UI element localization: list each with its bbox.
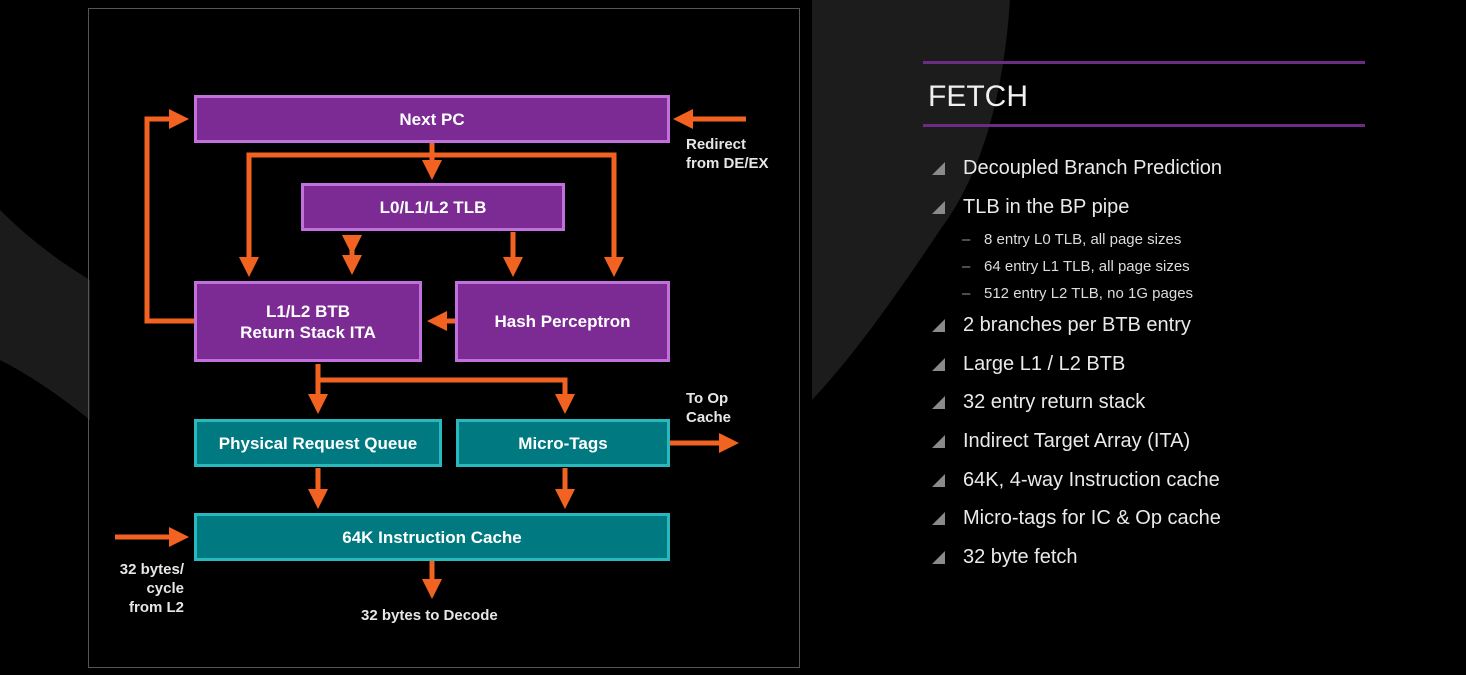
sub-bullet-item: –512 entry L2 TLB, no 1G pages	[930, 283, 1222, 310]
title-rule-bottom	[923, 124, 1365, 127]
bullet-text: TLB in the BP pipe	[963, 195, 1130, 218]
bullet-text: 512 entry L2 TLB, no 1G pages	[984, 284, 1194, 302]
bullet-text: 32 entry return stack	[963, 391, 1146, 414]
diagram-panel	[88, 8, 800, 668]
triangle-bullet-icon	[932, 512, 945, 526]
l2-line1: 32 bytes/	[119, 561, 184, 578]
next-pc-block: Next PC	[194, 95, 670, 143]
bullet-text: 64 entry L1 TLB, all page sizes	[984, 257, 1190, 275]
sub-bullet-item: –8 entry L0 TLB, all page sizes	[930, 229, 1222, 256]
btb-line2: Return Stack ITA	[240, 322, 376, 342]
triangle-bullet-icon	[932, 200, 945, 214]
to-op-line1: To Op	[686, 390, 729, 407]
dash-bullet-icon: –	[962, 284, 971, 302]
arrow-btb-loop	[144, 109, 195, 324]
arrow-nextpc-btb	[239, 152, 432, 277]
bullet-item: 32 byte fetch	[930, 541, 1222, 580]
triangle-bullet-icon	[932, 550, 945, 564]
section-title: FETCH	[928, 80, 1028, 113]
bullet-item: 32 entry return stack	[930, 386, 1222, 425]
bullet-text: Large L1 / L2 BTB	[963, 352, 1126, 375]
l2-line3: from L2	[128, 599, 184, 616]
bullet-text: Indirect Target Array (ITA)	[963, 430, 1191, 453]
l2-line2: cycle	[146, 580, 184, 597]
title-rule-top	[923, 61, 1365, 64]
triangle-bullet-icon	[932, 162, 945, 175]
triangle-bullet-icon	[932, 319, 945, 333]
dash-bullet-icon: –	[962, 257, 971, 275]
hash-perceptron-block: Hash Perceptron	[455, 281, 670, 362]
redirect-label: Redirect from DE/EX	[686, 135, 769, 173]
micro-tags-block: Micro-Tags	[456, 419, 670, 467]
btb-block: L1/L2 BTB Return Stack ITA	[194, 281, 422, 362]
to-op-line2: Cache	[686, 409, 732, 426]
sub-bullet-item: –64 entry L1 TLB, all page sizes	[930, 256, 1222, 283]
bullet-item: 64K, 4-way Instruction cache	[930, 464, 1222, 503]
triangle-bullet-icon	[932, 435, 945, 449]
bullet-item: Micro-tags for IC & Op cache	[930, 502, 1222, 541]
bullet-item: Decoupled Branch Prediction	[930, 152, 1222, 191]
bullet-text: 64K, 4-way Instruction cache	[963, 468, 1220, 491]
bullet-text: Micro-tags for IC & Op cache	[963, 507, 1221, 530]
btb-line1: L1/L2 BTB	[265, 301, 351, 321]
instruction-cache-block: 64K Instruction Cache	[194, 513, 670, 561]
bullet-text: Decoupled Branch Prediction	[963, 157, 1223, 179]
arrow-nextpc-hash	[432, 152, 624, 277]
tlb-block: L0/L1/L2 TLB	[301, 183, 565, 231]
bullet-item: 2 branches per BTB entry	[930, 309, 1222, 348]
redirect-line1: Redirect	[686, 136, 747, 153]
bullet-item: TLB in the BP pipe	[930, 191, 1222, 230]
from-l2-label: 32 bytes/ cycle from L2	[100, 560, 184, 617]
arrow-btb-microtags	[318, 377, 575, 414]
triangle-bullet-icon	[932, 396, 945, 410]
bullet-item: Indirect Target Array (ITA)	[930, 425, 1222, 464]
bullet-text: 2 branches per BTB entry	[963, 314, 1191, 337]
physical-request-queue-block: Physical Request Queue	[194, 419, 442, 467]
redirect-line2: from DE/EX	[686, 155, 769, 172]
bullet-text: 32 byte fetch	[963, 545, 1078, 568]
to-op-cache-label: To Op Cache	[686, 389, 731, 427]
bullet-text: 8 entry L0 TLB, all page sizes	[984, 231, 1182, 249]
triangle-bullet-icon	[932, 473, 945, 487]
dash-bullet-icon: –	[962, 231, 971, 249]
to-decode-label: 32 bytes to Decode	[361, 607, 498, 624]
bullet-item: Large L1 / L2 BTB	[930, 348, 1222, 387]
triangle-bullet-icon	[932, 357, 945, 371]
